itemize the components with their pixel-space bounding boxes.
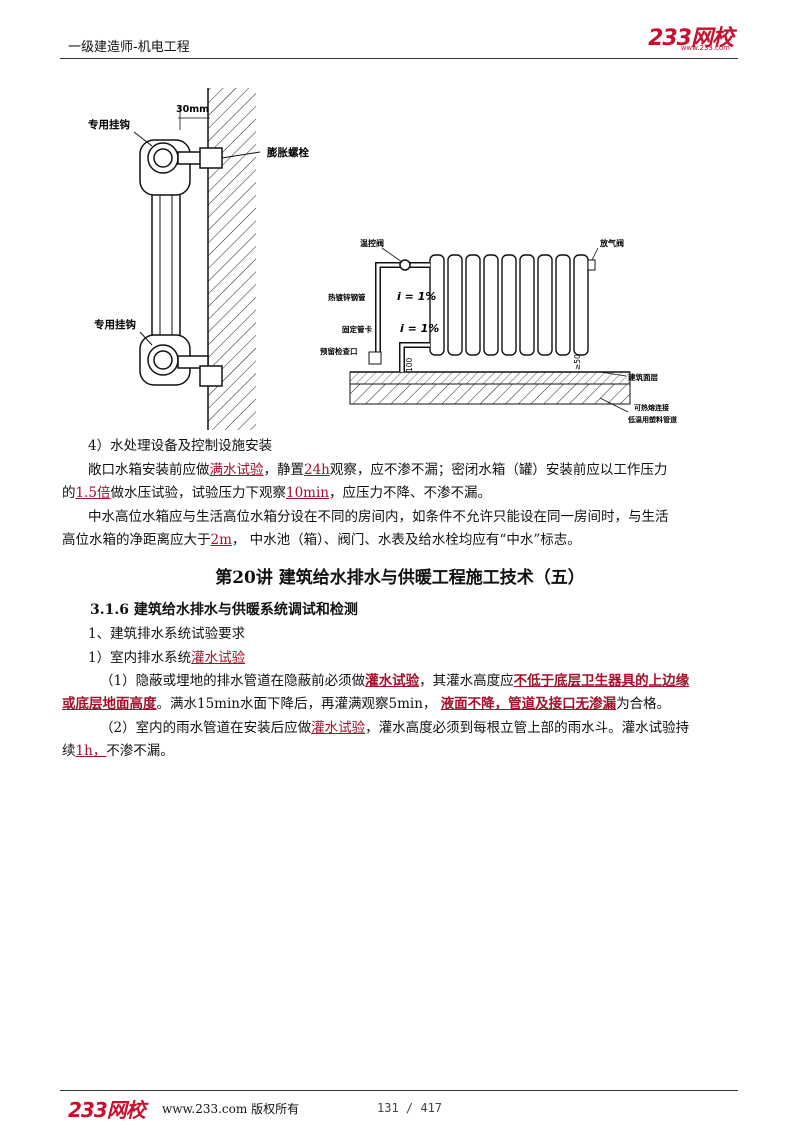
text: ，灌水高度必须到每根立管上部的雨水斗。灌水试验持 — [365, 720, 690, 736]
paragraph-concealed-pipe: （1）隐蔽或埋地的排水管道在隐蔽前必须做灌水试验，其灌水高度应不低于底层卫生器具… — [100, 670, 750, 693]
paragraph-concealed-pipe-cont: 或底层地面高度。满水15min水面下降后，再灌满观察5min， 液面不降，管道及… — [62, 693, 752, 716]
text: 高位水箱的净距离应大于 — [62, 532, 211, 548]
text: 。满水15min水面下降后，再灌满观察5min， — [156, 696, 441, 712]
paragraph-rain-pipe-cont: 续1h，不渗不漏。 — [62, 740, 752, 763]
paragraph-water-tank: 敞口水箱安装前应做满水试验，静置24h观察，应不渗不漏；密闭水箱（罐）安装前应以… — [88, 459, 728, 482]
footer-brand-logo: 233网校 — [68, 1098, 146, 1122]
text: 观察，应不渗不漏；密闭水箱（罐）安装前应以工作压力 — [329, 462, 668, 478]
footer-copyright: www.233.com 版权所有 — [162, 1102, 300, 1116]
text: 敞口水箱安装前应做 — [88, 462, 210, 478]
label-pipe-clamp: 固定管卡 — [342, 324, 372, 334]
label-hook-bottom: 专用挂钩 — [94, 318, 136, 331]
text: 的 — [62, 485, 76, 501]
floor-radiator-connection-diagram: 温控阀 放气阀 热镀锌钢管 固定管卡 预留检查口 i = 1% i = 1% 建… — [320, 238, 677, 424]
label-expansion-bolt: 膨胀螺栓 — [267, 146, 309, 159]
highlight: 1.5倍 — [75, 485, 111, 501]
label-slope-2: i = 1% — [400, 322, 439, 335]
dim-50: ≥50 — [573, 354, 582, 370]
text: ，静置 — [263, 462, 305, 478]
header-divider — [60, 58, 738, 59]
dim-100: 100 — [405, 357, 414, 372]
brand-logo: 233网校 — [648, 26, 734, 51]
text: （1）隐蔽或埋地的排水管道在隐蔽前必须做 — [100, 673, 366, 689]
label-slope-1: i = 1% — [397, 290, 436, 303]
section-heading: 3.1.6 建筑给水排水与供暖系统调试和检测 — [90, 602, 358, 618]
label-hook-top: 专用挂钩 — [88, 118, 130, 131]
label-fusion-layer: 可热熔连接 — [634, 403, 669, 412]
text: 不渗不漏。 — [106, 743, 174, 759]
paragraph-reclaimed-water-cont: 高位水箱的净距离应大于2m， 中水池（箱）、阀门、水表及给水栓均应有“中水”标志… — [62, 529, 742, 552]
item1-heading: 1、建筑排水系统试验要求 — [88, 626, 246, 642]
label-galv-pipe: 热镀锌钢管 — [328, 292, 366, 302]
label-inspection-port: 预留检查口 — [320, 346, 358, 356]
label-plastic-pipe: 低温用塑料管道 — [627, 415, 677, 424]
item4-title: 4）水处理设备及控制设施安装 — [88, 438, 273, 454]
label-vent-valve: 放气阀 — [599, 238, 624, 248]
lecture-title: 第20讲 建筑给水排水与供暖工程施工技术（五） — [215, 568, 585, 588]
label-temp-valve: 温控阀 — [360, 238, 384, 248]
paragraph-reclaimed-water: 中水高位水箱应与生活高位水箱分设在不同的房间内，如条件不允许只能设在同一房间时，… — [88, 509, 669, 525]
highlight: 1h， — [75, 743, 107, 759]
wall-mount-radiator-diagram: 30mm 专用挂钩 膨胀螺栓 专用挂钩 — [88, 88, 309, 430]
document-header-title: 一级建造师-机电工程 — [68, 40, 190, 55]
highlight: 液面不降，管道及接口无渗漏 — [440, 696, 617, 712]
text: 做水压试验，试验压力下观察 — [110, 485, 286, 501]
highlight: 10min — [285, 485, 329, 501]
footer-divider — [60, 1090, 738, 1091]
radiator-installation-figures: 30mm 专用挂钩 膨胀螺栓 专用挂钩 — [88, 88, 677, 430]
paragraph-rain-pipe: （2）室内的雨水管道在安装后应做灌水试验，灌水高度必须到每根立管上部的雨水斗。灌… — [100, 717, 750, 740]
highlight: 不低于底层卫生器具的上边缘 — [513, 673, 690, 689]
brand-logo-url: www.233.com — [680, 44, 730, 52]
highlight: 或底层地面高度 — [62, 696, 157, 712]
text: 续 — [62, 743, 76, 759]
dim-30mm: 30mm — [176, 104, 209, 115]
text: ，其灌水高度应 — [419, 673, 514, 689]
highlight: 24h — [304, 462, 330, 478]
highlight: 2m — [210, 532, 232, 548]
label-floor-finish: 建筑面层 — [627, 372, 658, 382]
page-number: 131 / 417 — [377, 1101, 443, 1115]
highlight: 满水试验 — [209, 462, 264, 478]
text: （2）室内的雨水管道在安装后应做 — [100, 720, 312, 736]
text: 为合格。 — [616, 696, 671, 712]
text: ，应压力不降、不渗不漏。 — [328, 485, 491, 501]
item1-1-heading: 1）室内排水系统灌水试验 — [88, 647, 245, 670]
highlight: 灌水试验 — [191, 650, 246, 666]
text: ， 中水池（箱）、阀门、水表及给水栓均应有“中水”标志。 — [231, 532, 581, 548]
text: 1）室内排水系统 — [88, 650, 192, 666]
highlight: 灌水试验 — [365, 673, 420, 689]
highlight: 灌水试验 — [311, 720, 366, 736]
paragraph-water-tank-cont: 的1.5倍做水压试验，试验压力下观察10min，应压力不降、不渗不漏。 — [62, 482, 742, 505]
